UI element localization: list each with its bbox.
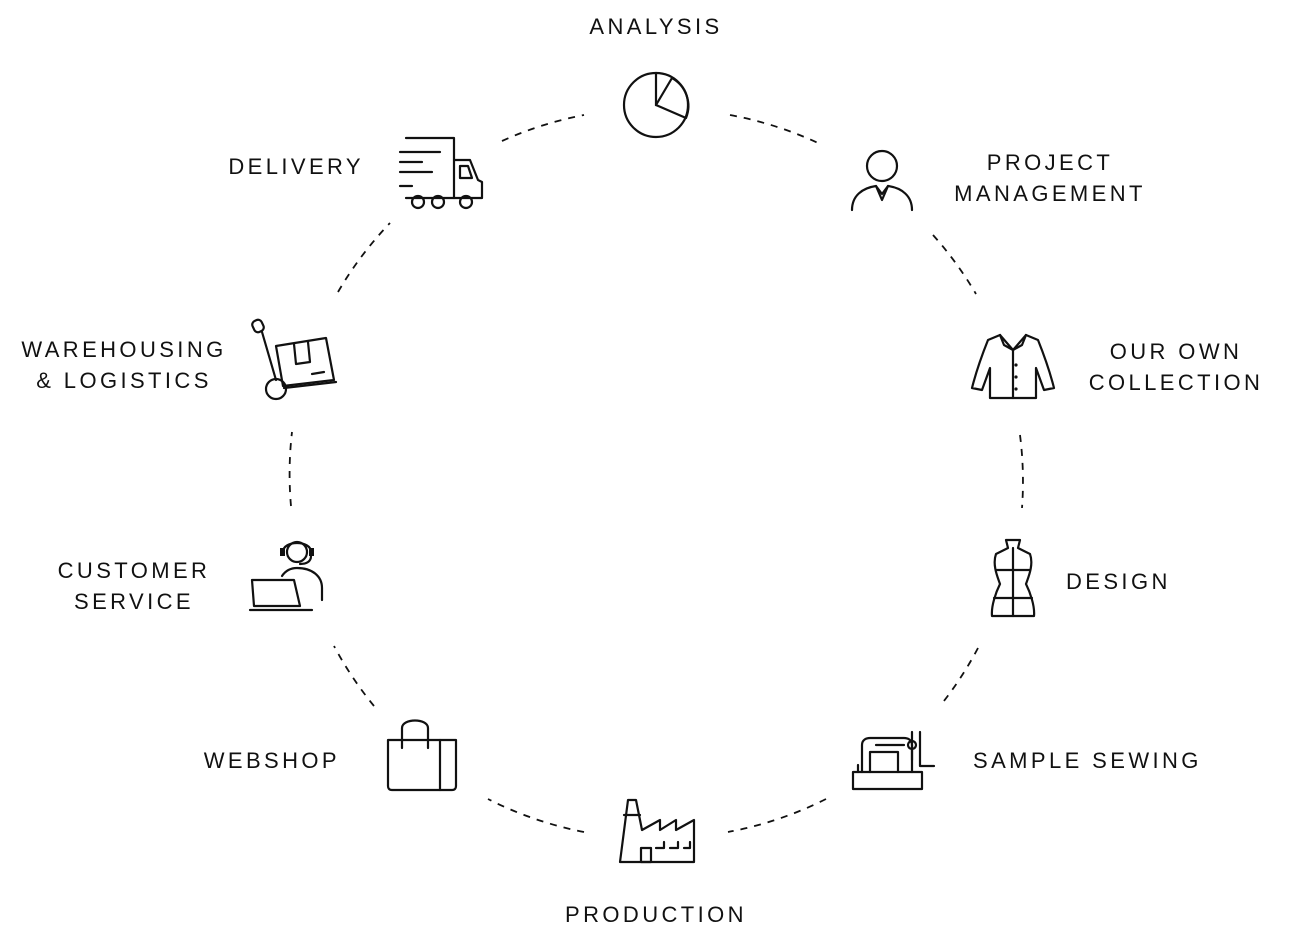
step-label-sample-sewing: SAMPLE SEWING [973, 748, 1202, 773]
cycle-connectors [288, 114, 1024, 833]
connector-service-warehousing [288, 431, 293, 507]
step-label-analysis: ANALYSIS [589, 14, 723, 39]
person-icon [850, 149, 914, 212]
headset-laptop-icon [248, 540, 324, 612]
sewing-machine-icon [851, 730, 936, 791]
step-label-our-own-collection: OUR OWN COLLECTION [1088, 339, 1264, 395]
hand-truck-icon [251, 318, 338, 401]
step-label-design: DESIGN [1066, 569, 1171, 594]
connector-analysis-project [729, 114, 819, 144]
shopping-bag-icon [386, 719, 458, 792]
connector-sewing-production [727, 798, 827, 833]
connector-webshop-service [333, 645, 375, 707]
connector-design-sewing [939, 647, 979, 707]
connector-project-collection [932, 234, 977, 295]
delivery-truck-icon [398, 136, 484, 210]
connector-collection-design [1019, 434, 1024, 509]
step-label-project-management: PROJECT MANAGEMENT [954, 150, 1146, 206]
jacket-icon [970, 333, 1056, 400]
step-label-webshop: WEBSHOP [203, 748, 340, 773]
connector-delivery-analysis [501, 114, 585, 142]
step-label-warehousing-logistics: WAREHOUSING & LOGISTICS [21, 337, 227, 393]
factory-icon [618, 798, 696, 864]
step-label-production: PRODUCTION [565, 902, 747, 927]
step-label-customer-service: CUSTOMER SERVICE [57, 558, 211, 614]
connector-production-webshop [487, 798, 585, 833]
step-label-delivery: DELIVERY [228, 154, 364, 179]
pie-chart-icon [622, 71, 690, 139]
dress-form-icon [990, 538, 1036, 618]
connector-warehousing-delivery [337, 222, 391, 293]
